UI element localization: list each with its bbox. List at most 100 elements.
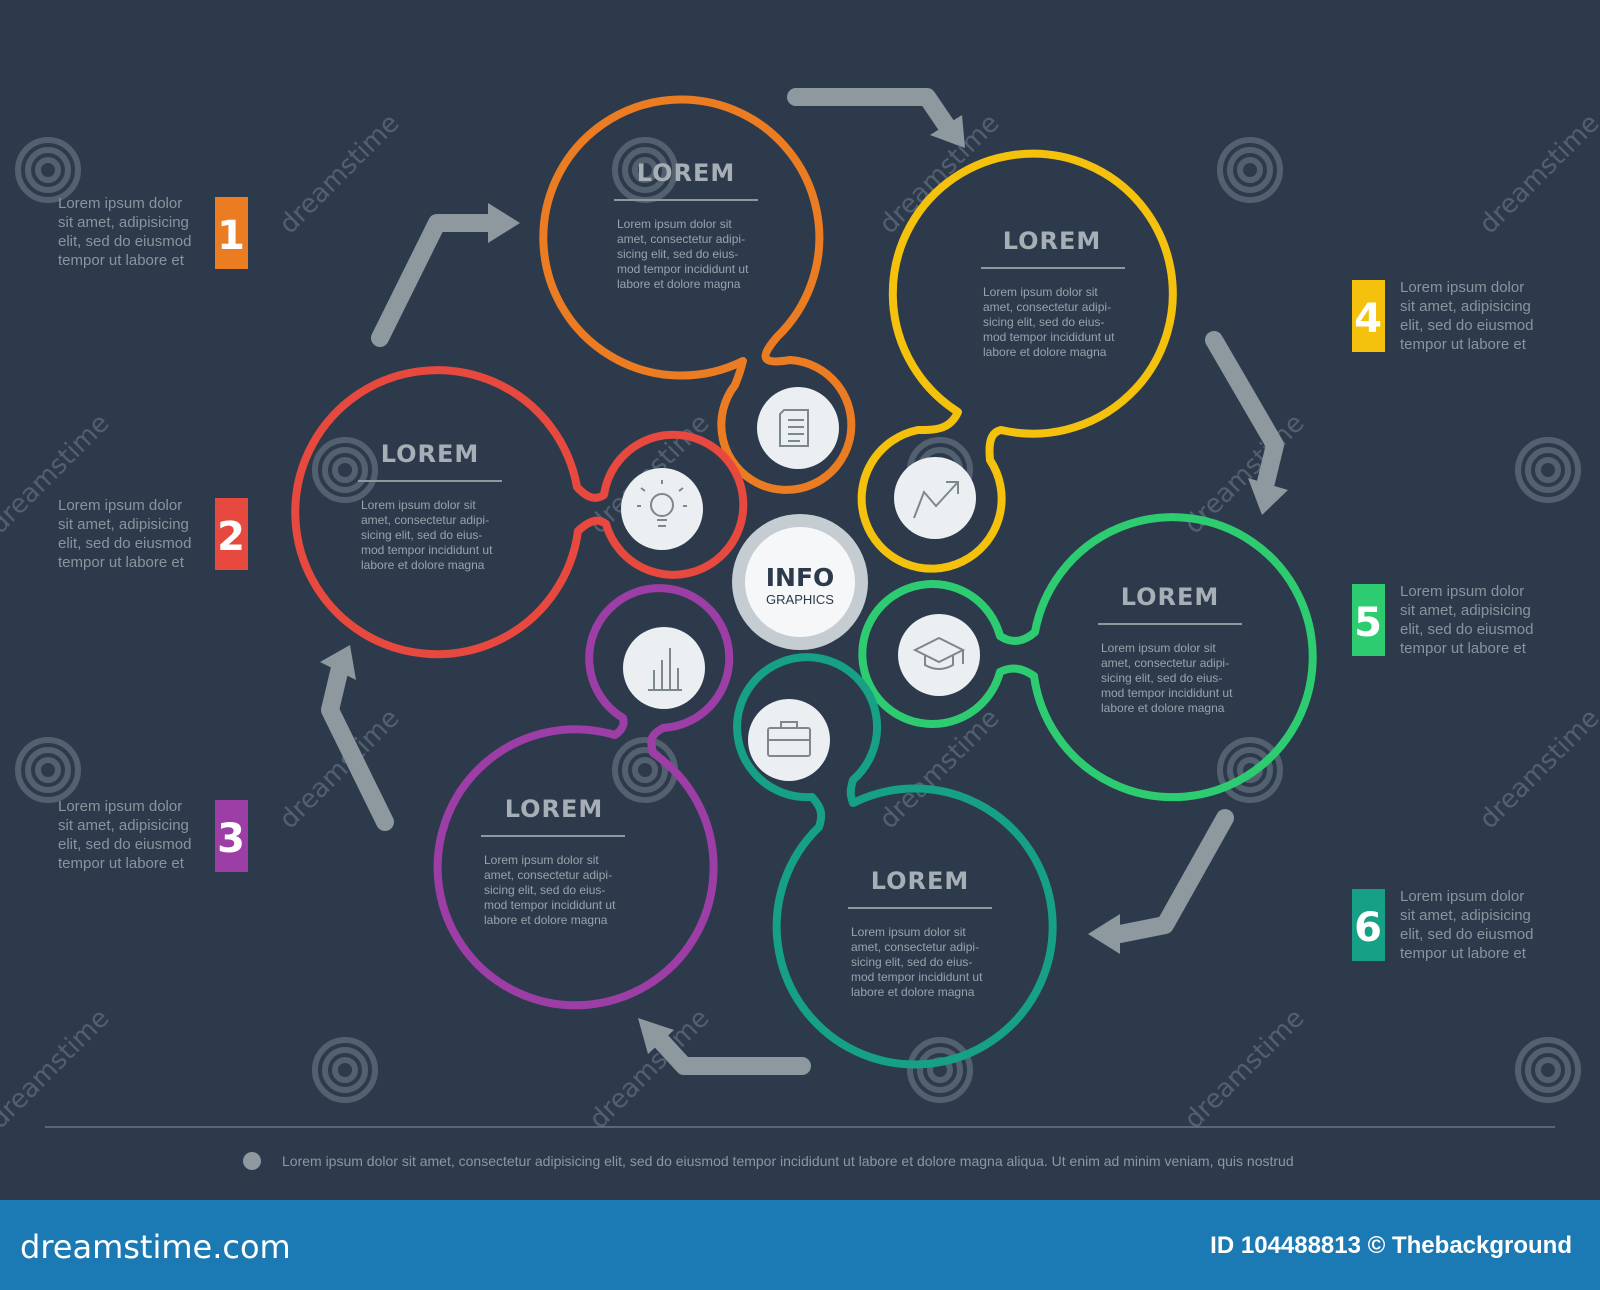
- step-1-text-4: mod tempor incididunt ut: [617, 262, 749, 276]
- step-6-bubble: LOREM Lorem ipsum dolor sit amet, consec…: [733, 653, 1057, 1069]
- step-4-text-2: amet, consectetur adipi-: [983, 300, 1111, 314]
- arrow-5-to-6: [1088, 809, 1234, 954]
- side-2-line-3: elit, sed do eiusmod: [58, 535, 191, 552]
- side-6-line-3: elit, sed do eiusmod: [1400, 926, 1533, 943]
- side-label-5: 5 Lorem ipsum dolor sit amet, adipisicin…: [1352, 583, 1533, 657]
- side-3-line-3: elit, sed do eiusmod: [58, 836, 191, 853]
- side-label-2: Lorem ipsum dolor sit amet, adipisicing …: [58, 497, 248, 571]
- number-badge-1: [215, 197, 248, 269]
- watermark-spiral-icon: [312, 437, 378, 503]
- step-2-text-5: labore et dolore magna: [361, 558, 485, 572]
- side-2-line-1: Lorem ipsum dolor: [58, 497, 182, 514]
- step-3-text-4: mod tempor incididunt ut: [484, 898, 616, 912]
- watermark-text: dreamstime: [274, 108, 406, 240]
- step-3-text-2: amet, consectetur adipi-: [484, 868, 612, 882]
- step-3-text-5: labore et dolore magna: [484, 913, 608, 927]
- step-4-outline: [857, 149, 1177, 573]
- side-3-line-2: sit amet, adipisicing: [58, 817, 189, 834]
- center-hub: INFO GRAPHICS: [732, 514, 868, 650]
- side-label-4: 4 Lorem ipsum dolor sit amet, adipisicin…: [1352, 279, 1533, 353]
- watermark-spiral-icon: [15, 137, 81, 203]
- side-3-line-1: Lorem ipsum dolor: [58, 798, 182, 815]
- step-6-text-3: sicing elit, sed do eius-: [851, 955, 972, 969]
- step-6-text-5: labore et dolore magna: [851, 985, 975, 999]
- step-1-text-5: labore et dolore magna: [617, 277, 741, 291]
- side-2-line-2: sit amet, adipisicing: [58, 516, 189, 533]
- step-4-bubble: LOREM Lorem ipsum dolor sit amet, consec…: [857, 149, 1177, 573]
- step-5-bubble: LOREM Lorem ipsum dolor sit amet, consec…: [858, 513, 1317, 802]
- lightbulb-icon: [637, 480, 687, 527]
- watermark-spiral-icon: [312, 1037, 378, 1103]
- number-6: 6: [1354, 905, 1382, 951]
- step-6-text-4: mod tempor incididunt ut: [851, 970, 983, 984]
- graduation-cap-icon: [912, 636, 966, 670]
- watermark-spiral-icon: [1515, 437, 1581, 503]
- arrow-3-to-2: [320, 645, 394, 831]
- step-1-bubble: LOREM Lorem ipsum dolor sit amet, consec…: [539, 95, 856, 494]
- step-6-outline: [733, 653, 1057, 1069]
- watermark-text: dreamstime: [1474, 703, 1600, 835]
- side-3-line-4: tempor ut labore et: [58, 855, 185, 872]
- side-5-line-1: Lorem ipsum dolor: [1400, 583, 1524, 600]
- step-4-text-5: labore et dolore magna: [983, 345, 1107, 359]
- number-badge-3: [215, 800, 248, 872]
- step-1-title: LOREM: [637, 159, 736, 187]
- step-5-text-5: labore et dolore magna: [1101, 701, 1225, 715]
- step-4-text-1: Lorem ipsum dolor sit: [983, 285, 1098, 299]
- watermark-spiral-icon: [612, 737, 678, 803]
- center-subtitle: GRAPHICS: [766, 592, 834, 607]
- number-badge-6: [1352, 889, 1385, 961]
- side-4-line-1: Lorem ipsum dolor: [1400, 279, 1524, 296]
- step-4-title: LOREM: [1003, 227, 1102, 255]
- number-badge-4: [1352, 280, 1385, 352]
- step-2-outline: [291, 366, 748, 659]
- side-label-6: 6 Lorem ipsum dolor sit amet, adipisicin…: [1352, 888, 1533, 962]
- step-5-text-4: mod tempor incididunt ut: [1101, 686, 1233, 700]
- watermark-spiral-icon: [1515, 1037, 1581, 1103]
- arrow-4-to-5: [1205, 331, 1288, 515]
- footnote-bullet: [243, 1152, 261, 1170]
- number-2: 2: [217, 514, 245, 560]
- side-2-line-4: tempor ut labore et: [58, 554, 185, 571]
- number-4: 4: [1354, 296, 1382, 342]
- side-5-line-3: elit, sed do eiusmod: [1400, 621, 1533, 638]
- document-icon: [779, 409, 809, 447]
- side-6-line-1: Lorem ipsum dolor: [1400, 888, 1524, 905]
- watermark-spiral-icon: [907, 1037, 973, 1103]
- step-4-text-4: mod tempor incididunt ut: [983, 330, 1115, 344]
- step-2-text-2: amet, consectetur adipi-: [361, 513, 489, 527]
- watermark-text: dreamstime: [1474, 108, 1600, 240]
- cycle-arrows: [320, 88, 1288, 1075]
- footer-bar: dreamstime.com ID 104488813 © Thebackgro…: [0, 1200, 1600, 1290]
- step-1-outline: [539, 95, 856, 494]
- watermark-spiral-icon: [1217, 137, 1283, 203]
- trend-arrow-icon: [913, 481, 959, 519]
- side-5-line-4: tempor ut labore et: [1400, 640, 1527, 657]
- image-credit: ID 104488813 © Thebackground: [1210, 1232, 1572, 1259]
- number-badge-2: [215, 498, 248, 570]
- side-label-1: Lorem ipsum dolor sit amet, adipisicing …: [58, 195, 248, 269]
- side-label-3: Lorem ipsum dolor sit amet, adipisicing …: [58, 798, 248, 872]
- site-logo[interactable]: dreamstime.com: [20, 1228, 291, 1266]
- arrow-6-to-3: [638, 1018, 811, 1075]
- briefcase-icon: [767, 721, 811, 757]
- step-3-text-3: sicing elit, sed do eius-: [484, 883, 605, 897]
- arrow-2-to-1: [371, 203, 520, 347]
- step-3-title: LOREM: [505, 795, 604, 823]
- side-1-line-2: sit amet, adipisicing: [58, 214, 189, 231]
- side-1-line-3: elit, sed do eiusmod: [58, 233, 191, 250]
- step-5-text-2: amet, consectetur adipi-: [1101, 656, 1229, 670]
- step-1-text-1: Lorem ipsum dolor sit: [617, 217, 732, 231]
- number-1: 1: [217, 213, 245, 259]
- step-2-title: LOREM: [381, 440, 480, 468]
- step-3-outline: [433, 584, 734, 1010]
- side-5-line-2: sit amet, adipisicing: [1400, 602, 1531, 619]
- center-title: INFO: [766, 563, 835, 592]
- side-4-line-3: elit, sed do eiusmod: [1400, 317, 1533, 334]
- number-badge-5: [1352, 584, 1385, 656]
- step-1-text-2: amet, consectetur adipi-: [617, 232, 745, 246]
- side-1-line-1: Lorem ipsum dolor: [58, 195, 182, 212]
- step-6-text-2: amet, consectetur adipi-: [851, 940, 979, 954]
- step-2-bubble: LOREM Lorem ipsum dolor sit amet, consec…: [291, 366, 748, 659]
